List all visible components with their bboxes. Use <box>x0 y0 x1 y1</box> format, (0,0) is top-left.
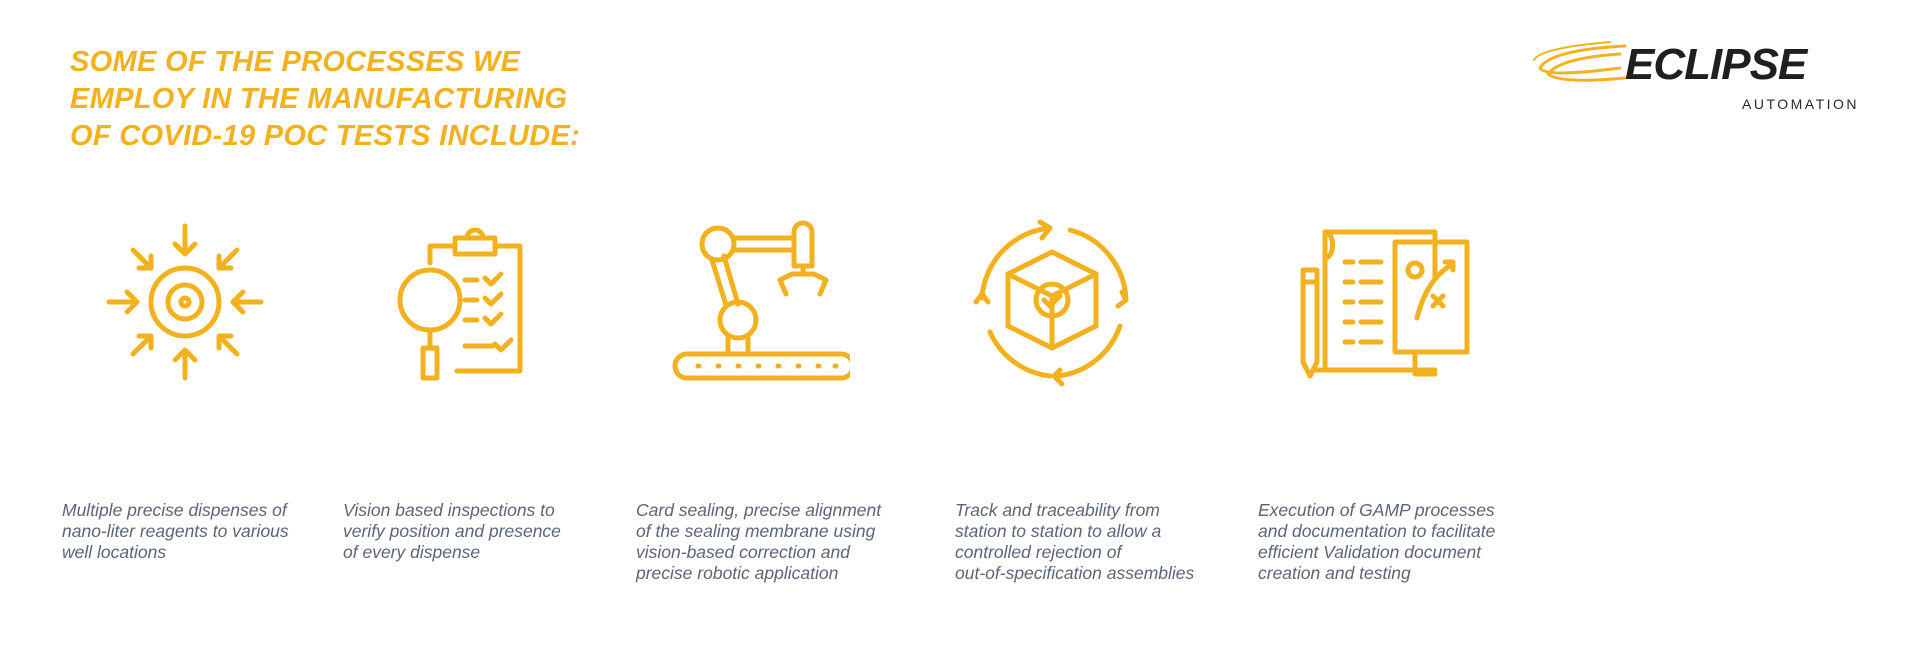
clipboard-magnifier-icon <box>397 227 523 381</box>
caption-line: verify position and presence <box>343 521 561 541</box>
page-heading: SOME OF THE PROCESSES WE EMPLOY IN THE M… <box>70 44 580 155</box>
caption-line: well locations <box>62 542 167 562</box>
heading-line: EMPLOY IN THE MANUFACTURING <box>70 83 568 115</box>
caption-line: Track and traceability from <box>955 500 1160 520</box>
caption-line: of every dispense <box>343 542 481 562</box>
caption-line: out-of-specification assemblies <box>955 563 1195 583</box>
box-cycle-icon <box>973 219 1129 387</box>
documents-plan-icon <box>1300 229 1470 379</box>
swoosh-icon <box>1533 41 1627 82</box>
caption-line: Card sealing, precise alignment <box>636 500 882 520</box>
heading-line: OF COVID-19 POC TESTS INCLUDE: <box>70 120 581 152</box>
caption-line: efficient Validation document <box>1258 542 1482 562</box>
caption-line: nano-liter reagents to various <box>62 521 289 541</box>
eclipse-logo: ECLIPSE AUTOMATION <box>1520 38 1900 118</box>
caption-line: Multiple precise dispenses of <box>62 500 287 520</box>
caption-line: Execution of GAMP processes <box>1258 500 1495 520</box>
caption-line: and documentation to facilitate <box>1258 521 1496 541</box>
logo-wordmark: ECLIPSE <box>1625 40 1807 89</box>
caption-line: Vision based inspections to <box>343 500 555 520</box>
logo-tagline: AUTOMATION <box>1742 96 1860 112</box>
caption-line: station to station to allow a <box>955 521 1162 541</box>
caption-line: controlled rejection of <box>955 542 1122 562</box>
caption-line: vision-based correction and <box>636 542 851 562</box>
heading-line: SOME OF THE PROCESSES WE <box>70 46 521 78</box>
caption-line: precise robotic application <box>636 563 839 583</box>
target-arrows-icon <box>106 223 264 381</box>
robot-arm-conveyor-icon <box>672 220 850 381</box>
caption-line: creation and testing <box>1258 563 1411 583</box>
caption-line: of the sealing membrane using <box>636 521 876 541</box>
